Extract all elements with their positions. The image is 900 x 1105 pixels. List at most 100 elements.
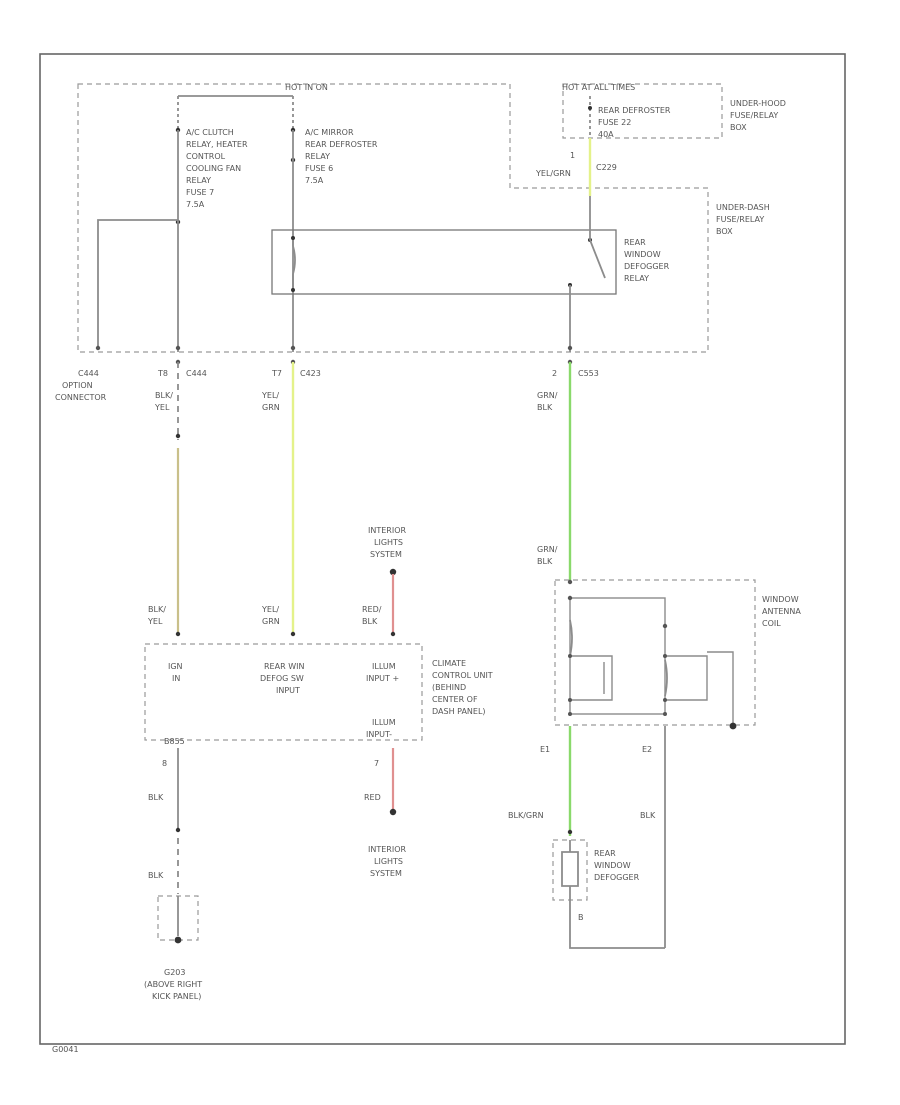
- svg-text:LIGHTS: LIGHTS: [374, 538, 403, 547]
- svg-text:WINDOW: WINDOW: [594, 861, 631, 870]
- right-wire-top-label-2: BLK: [537, 403, 553, 412]
- c444-connector-symbols: [95, 345, 573, 365]
- svg-text:RELAY, HEATER: RELAY, HEATER: [186, 140, 248, 149]
- left-wire-bottom-label-2: YEL: [147, 617, 163, 626]
- svg-text:LIGHTS: LIGHTS: [374, 857, 403, 866]
- svg-text:DEFOGGER: DEFOGGER: [594, 873, 640, 882]
- connector-c229-label: C229: [596, 163, 617, 172]
- svg-text:INTERIOR: INTERIOR: [368, 526, 407, 535]
- left-wire-top-label-2: YEL: [154, 403, 170, 412]
- pin-b-label: B: [578, 913, 584, 922]
- relay-coil-bottom: [291, 288, 295, 292]
- svg-text:KICK PANEL): KICK PANEL): [152, 992, 201, 1001]
- svg-text:WINDOW: WINDOW: [624, 250, 661, 259]
- underdash-box-label: UNDER-DASH FUSE/RELAY BOX: [716, 203, 770, 236]
- svg-text:BOX: BOX: [730, 123, 747, 132]
- rear-win-defog-input-label: REAR WIN DEFOG SW INPUT: [260, 662, 304, 695]
- window-antenna-coil-label: WINDOW ANTENNA COIL: [762, 595, 801, 628]
- ground-g203-icon: [174, 936, 182, 944]
- left-wire-top-label-1: BLK/: [155, 391, 173, 400]
- svg-text:DEFOG SW: DEFOG SW: [260, 674, 304, 683]
- ign-in-label: IGN IN: [168, 662, 183, 683]
- coil-connector-top: [567, 579, 573, 585]
- pin-2-label: 2: [552, 369, 557, 378]
- svg-text:ILLUM: ILLUM: [372, 718, 396, 727]
- svg-text:FUSE 6: FUSE 6: [305, 164, 333, 173]
- svg-text:DEFOGGER: DEFOGGER: [624, 262, 670, 271]
- interior-lights-bottom-label: INTERIOR LIGHTS SYSTEM: [368, 845, 407, 878]
- red-blk-label-1: RED/: [362, 605, 382, 614]
- svg-text:FUSE/RELAY: FUSE/RELAY: [716, 215, 764, 224]
- coil-node-top-right: [662, 623, 668, 629]
- fuse-7-label: A/C CLUTCH RELAY, HEATER CONTROL COOLING…: [186, 128, 248, 209]
- mid-wire-bottom-label-1: YEL/: [261, 605, 279, 614]
- climate-control-unit-outline: [144, 643, 423, 741]
- svg-text:REAR WIN: REAR WIN: [264, 662, 304, 671]
- pin-8-label: 8: [162, 759, 167, 768]
- connector-c553-label: C553: [578, 369, 599, 378]
- svg-text:CONNECTOR: CONNECTOR: [55, 393, 107, 402]
- antenna-coil-right-inductor: [664, 659, 668, 697]
- right-coil-dot-2: [663, 698, 667, 702]
- relay-coil-top: [291, 236, 295, 240]
- fuse-22-label: REAR DEFROSTER FUSE 22 40A: [598, 106, 671, 139]
- left-wire-splice: [175, 433, 181, 439]
- blk-splice-dot: [175, 827, 181, 833]
- svg-text:A/C MIRROR: A/C MIRROR: [305, 128, 354, 137]
- svg-text:7.5A: 7.5A: [305, 176, 324, 185]
- connector-c444-label: C444: [186, 369, 207, 378]
- left-coil-dot-1: [568, 654, 572, 658]
- svg-text:IGN: IGN: [168, 662, 183, 671]
- coil-bottom-left: [568, 712, 572, 716]
- antenna-coil-ground-icon: [729, 722, 737, 730]
- wire-yel-grn-label: YEL/GRN: [535, 169, 571, 178]
- mid-wire-top-label-1: YEL/: [261, 391, 279, 400]
- svg-text:INPUT-: INPUT-: [366, 730, 392, 739]
- svg-text:CENTER OF: CENTER OF: [432, 695, 478, 704]
- relay-box: [271, 229, 617, 295]
- diagram-frame: [39, 53, 846, 1045]
- svg-text:WINDOW: WINDOW: [762, 595, 799, 604]
- defogger-return-wire: [569, 900, 665, 949]
- pin-t8-label: T8: [157, 369, 168, 378]
- red-blk-label-2: BLK: [362, 617, 378, 626]
- svg-text:RELAY: RELAY: [186, 176, 211, 185]
- pin-e1-label: E1: [540, 745, 550, 754]
- blk-wire-label-2: BLK: [148, 871, 164, 880]
- right-wire-bottom-label-2: BLK: [537, 557, 553, 566]
- left-wire-terminal: [175, 631, 181, 637]
- interior-lights-top-label: INTERIOR LIGHTS SYSTEM: [368, 526, 407, 559]
- svg-text:UNDER-DASH: UNDER-DASH: [716, 203, 770, 212]
- connector-b855-label: B855: [164, 737, 185, 746]
- svg-text:REAR DEFROSTER: REAR DEFROSTER: [598, 106, 671, 115]
- svg-text:CLIMATE: CLIMATE: [432, 659, 466, 668]
- antenna-coil-left-cap: [570, 655, 613, 701]
- svg-text:(BEHIND: (BEHIND: [432, 683, 466, 692]
- svg-text:SYSTEM: SYSTEM: [370, 550, 402, 559]
- interior-lights-bottom-terminal: [389, 808, 397, 816]
- blk-grn-wire-label: BLK/GRN: [508, 811, 544, 820]
- svg-text:IN: IN: [172, 674, 180, 683]
- relay-switch-contact: [589, 239, 606, 279]
- red-blk-terminal: [390, 631, 396, 637]
- mid-wire-top-label-2: GRN: [262, 403, 280, 412]
- right-wire-bottom-label-1: GRN/: [537, 545, 558, 554]
- svg-text:C444: C444: [78, 369, 99, 378]
- relay-label: REAR WINDOW DEFOGGER RELAY: [624, 238, 670, 283]
- svg-text:UNDER-HOOD: UNDER-HOOD: [730, 99, 786, 108]
- underdash-fuse-box-outline: [77, 83, 709, 353]
- left-coil-dot-2: [568, 698, 572, 702]
- defogger-label: REAR WINDOW DEFOGGER: [594, 849, 640, 882]
- svg-text:REAR DEFROSTER: REAR DEFROSTER: [305, 140, 378, 149]
- hot-in-on-label: HOT IN ON: [285, 83, 328, 92]
- svg-text:COIL: COIL: [762, 619, 781, 628]
- svg-text:INTERIOR: INTERIOR: [368, 845, 407, 854]
- ground-g203-label: G203 (ABOVE RIGHT KICK PANEL): [144, 968, 202, 1001]
- right-wire-top-label-1: GRN/: [537, 391, 558, 400]
- coil-bottom-right: [663, 712, 667, 716]
- svg-text:A/C CLUTCH: A/C CLUTCH: [186, 128, 234, 137]
- fuse-6-label: A/C MIRROR REAR DEFROSTER RELAY FUSE 6 7…: [305, 128, 378, 185]
- svg-text:ANTENNA: ANTENNA: [762, 607, 801, 616]
- illum-input-plus-label: ILLUM INPUT +: [366, 662, 399, 683]
- pin-1-label: 1: [570, 151, 575, 160]
